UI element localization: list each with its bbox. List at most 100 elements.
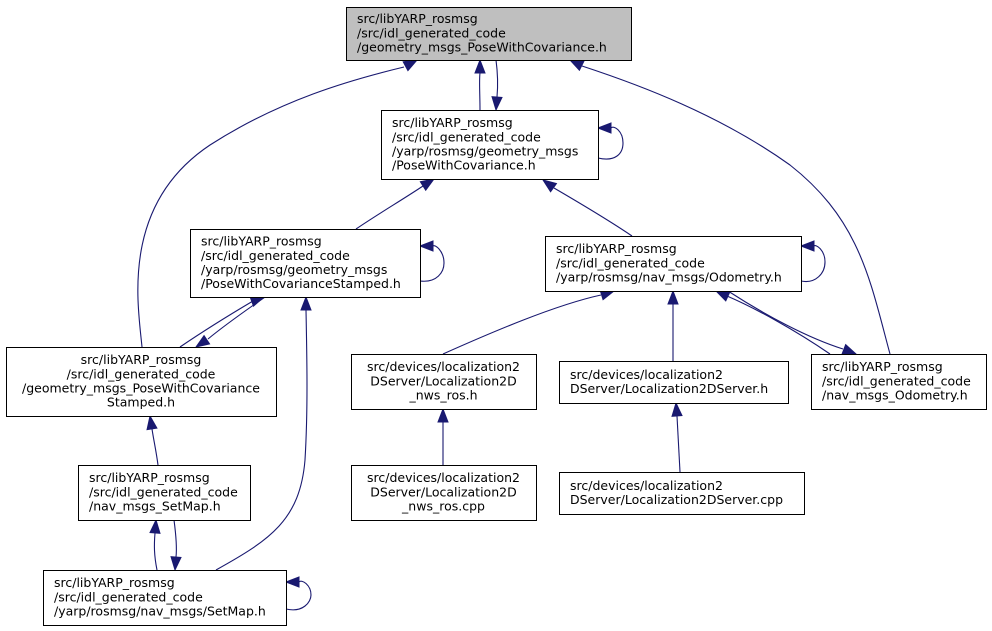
- edge-arrowhead: [474, 58, 486, 74]
- edge-arrowhead: [419, 178, 436, 192]
- node-label-line: /src/idl_generated_code: [822, 373, 971, 388]
- node-nav-setmap[interactable]: src/libYARP_rosmsg/src/idl_generated_cod…: [78, 465, 251, 521]
- node-label-line: src/devices/localization2: [367, 359, 520, 374]
- edge-yarp-pwcs-to-gm-pwcs: [194, 296, 266, 348]
- edge-nav-odom-to-yarp-odom: [714, 290, 831, 355]
- node-box[interactable]: [545, 236, 802, 292]
- node-box[interactable]: [381, 110, 599, 180]
- edge-line: [207, 296, 266, 340]
- edge-nws-cpp-to-nws-h: [437, 407, 449, 465]
- edge-line: [726, 295, 831, 355]
- edge-nav-odom-to-root: [568, 59, 891, 355]
- edge-arrowhead: [437, 407, 449, 423]
- edge-arrowhead: [146, 414, 158, 431]
- node-nws-cpp[interactable]: src/devices/localization2DServer/Localiz…: [351, 465, 537, 521]
- edge-arrowhead: [714, 290, 731, 302]
- node-box[interactable]: [559, 361, 789, 404]
- edge-arrowhead: [671, 401, 683, 417]
- node-l2d-h[interactable]: src/devices/localization2DServer/Localiz…: [559, 361, 789, 404]
- edge-nav-setmap-to-gm-pwcs: [146, 414, 159, 466]
- node-box[interactable]: [6, 347, 277, 417]
- node-nws-h[interactable]: src/devices/localization2DServer/Localiz…: [351, 354, 537, 410]
- edge-line: [727, 290, 844, 350]
- edge-arrowhead: [596, 122, 612, 134]
- node-yarp-odom[interactable]: src/libYARP_rosmsg/src/idl_generated_cod…: [545, 236, 802, 292]
- edge-arrowhead: [418, 240, 434, 252]
- node-box[interactable]: [190, 229, 421, 298]
- edge-yarp-setmap-to-nav-setmap: [149, 518, 161, 571]
- edge-arrowhead: [491, 96, 503, 112]
- node-yarp-pwcs[interactable]: src/libYARP_rosmsg/src/idl_generated_cod…: [190, 229, 421, 298]
- edge-line: [355, 185, 424, 230]
- root-node-box[interactable]: [346, 7, 632, 61]
- edge-arrowhead: [799, 240, 815, 252]
- node-l2d-cpp[interactable]: src/devices/localization2DServer/Localiz…: [559, 472, 805, 515]
- node-root[interactable]: src/libYARP_rosmsg/src/idl_generated_cod…: [346, 7, 632, 61]
- node-label-line: /geometry_msgs_PoseWithCovariance: [22, 381, 260, 396]
- node-label-line: src/devices/localization2: [570, 367, 723, 382]
- edge-line: [285, 580, 312, 611]
- node-label-line: src/libYARP_rosmsg: [357, 11, 478, 26]
- node-label-line: /PoseWithCovariance.h: [392, 158, 536, 173]
- node-box[interactable]: [811, 354, 987, 410]
- edge-yarp-setmap-to-yarp-setmap: [284, 576, 312, 611]
- node-label-line: src/libYARP_rosmsg: [556, 241, 677, 256]
- edge-l2d-cpp-to-l2d-h: [671, 401, 683, 473]
- edge-arrowhead: [568, 59, 585, 72]
- edge-gm-pwcs-to-yarp-pwcs: [179, 296, 266, 348]
- node-label-line: DServer/Localization2D: [370, 373, 516, 388]
- node-label-line: Stamped.h: [107, 395, 175, 410]
- edge-arrowhead: [402, 59, 419, 72]
- node-label-line: _nws_ros.h: [408, 388, 477, 403]
- edge-arrowhead: [149, 518, 161, 534]
- edge-root-to-yarp-pwc: [491, 59, 503, 112]
- edge-yarp-odom-to-yarp-odom: [799, 240, 826, 283]
- node-box[interactable]: [559, 472, 805, 515]
- edge-arrowhead: [667, 289, 679, 305]
- edge-line: [597, 126, 624, 160]
- node-gm-pwcs[interactable]: src/libYARP_rosmsg/src/idl_generated_cod…: [6, 347, 277, 417]
- edge-line: [581, 65, 891, 355]
- node-label-line: DServer/Localization2DServer.h: [570, 381, 768, 396]
- node-label-line: /src/idl_generated_code: [67, 366, 216, 381]
- edge-yarp-pwcs-to-yarp-pwcs: [418, 240, 445, 282]
- edge-yarp-pwc-to-yarp-pwc: [596, 122, 624, 160]
- edge-arrowhead: [249, 296, 266, 307]
- edge-arrowhead: [541, 179, 558, 193]
- node-label-line: /src/idl_generated_code: [357, 25, 506, 40]
- node-label-line: src/libYARP_rosmsg: [201, 234, 322, 249]
- node-label-line: /src/idl_generated_code: [392, 129, 541, 144]
- node-label-line: /src/idl_generated_code: [201, 248, 350, 263]
- edges-layer: [137, 58, 891, 611]
- edge-line: [495, 59, 499, 98]
- node-label-line: src/libYARP_rosmsg: [81, 352, 202, 367]
- node-nav-odom[interactable]: src/libYARP_rosmsg/src/idl_generated_cod…: [811, 354, 987, 410]
- edge-line: [179, 300, 254, 348]
- edge-line: [173, 519, 177, 558]
- node-box[interactable]: [351, 465, 537, 521]
- node-label-line: /src/idl_generated_code: [556, 255, 705, 270]
- edge-line: [419, 245, 445, 282]
- node-label-line: /nav_msgs_SetMap.h: [89, 499, 221, 514]
- edge-arrowhead: [300, 295, 312, 311]
- node-label-line: src/devices/localization2: [367, 470, 520, 485]
- node-yarp-setmap[interactable]: src/libYARP_rosmsg/src/idl_generated_cod…: [43, 570, 287, 626]
- node-label-line: src/devices/localization2: [570, 478, 723, 493]
- node-label-line: /nav_msgs_Odometry.h: [822, 388, 968, 403]
- edge-line: [153, 532, 158, 571]
- node-yarp-pwc[interactable]: src/libYARP_rosmsg/src/idl_generated_cod…: [381, 110, 599, 180]
- node-box[interactable]: [351, 354, 537, 410]
- edge-arrowhead: [194, 334, 211, 348]
- node-box[interactable]: [78, 465, 251, 521]
- node-label-line: src/libYARP_rosmsg: [392, 115, 513, 130]
- edge-arrowhead: [284, 576, 300, 588]
- edge-yarp-odom-to-nav-odom: [727, 290, 858, 355]
- node-label-line: /yarp/rosmsg/geometry_msgs: [201, 262, 387, 277]
- edge-yarp-pwc-to-root: [474, 58, 486, 111]
- edge-yarp-pwcs-to-yarp-pwc: [355, 178, 436, 230]
- node-box[interactable]: [43, 570, 287, 626]
- edge-line: [553, 187, 633, 237]
- nodes-layer: src/libYARP_rosmsg/src/idl_generated_cod…: [6, 7, 987, 626]
- edge-line: [800, 245, 826, 283]
